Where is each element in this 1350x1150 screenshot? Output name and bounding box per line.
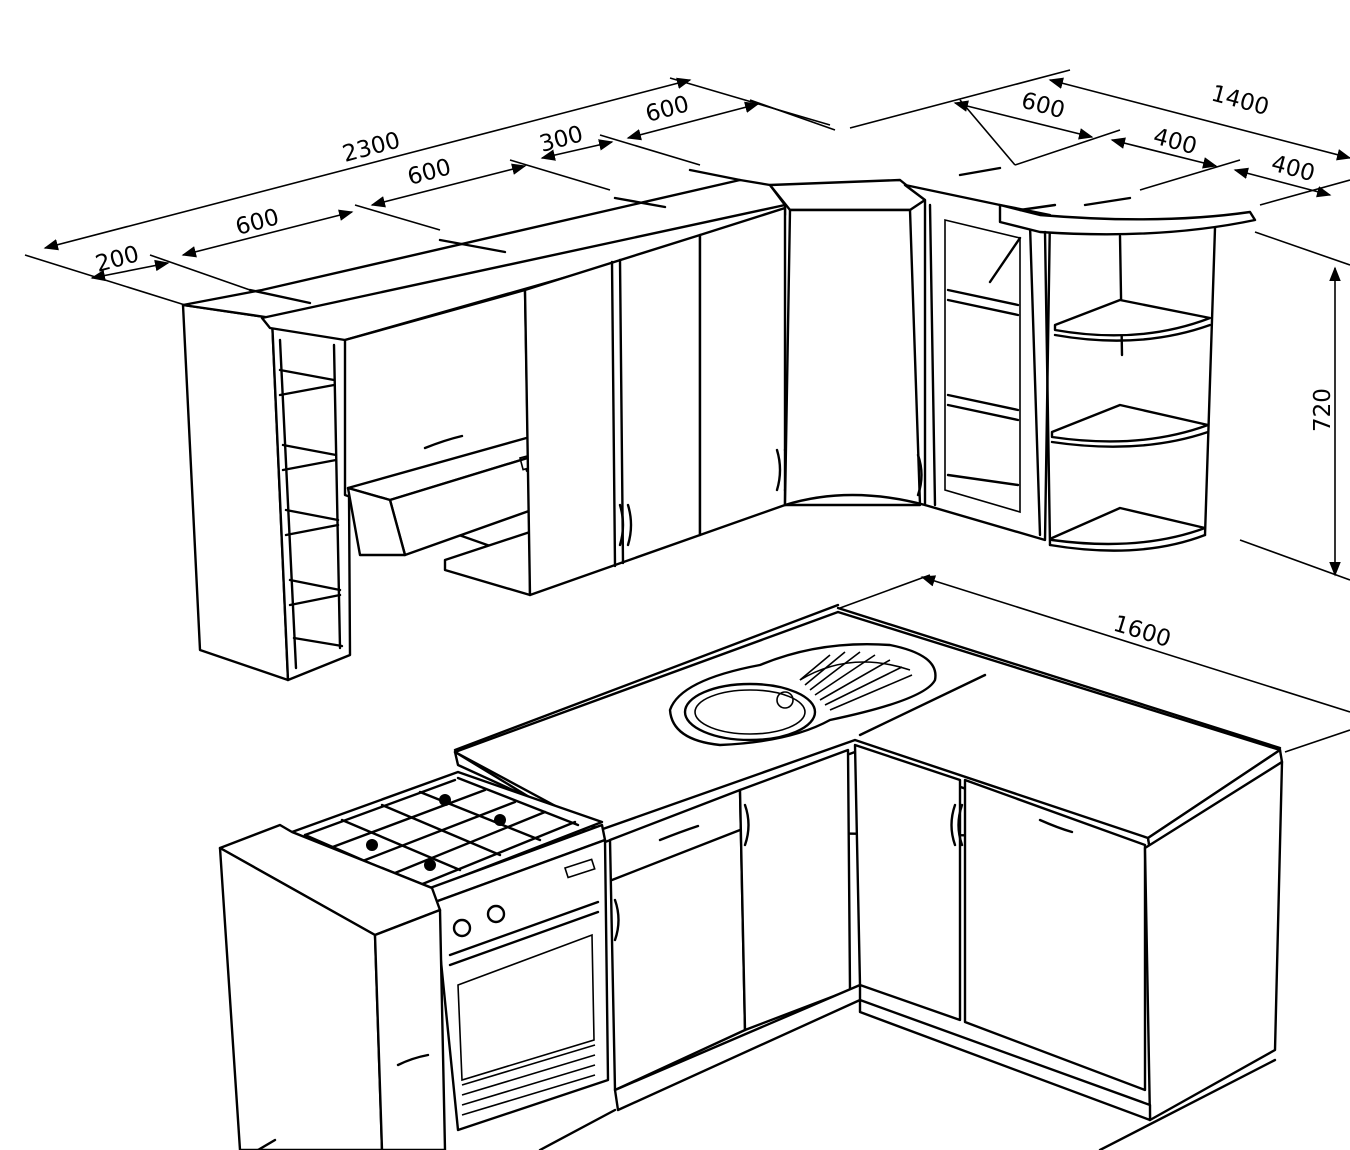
upper-left-shelf-unit [181,303,352,682]
lower-right-cabinet [963,760,1284,1122]
upper-double-door-cabinet [523,233,702,597]
dim-label-400-b: 400 [1268,151,1317,187]
dim-label-600-right: 600 [1018,88,1067,124]
dim-label-1400: 1400 [1208,81,1271,121]
dim-label-300: 300 [537,121,586,157]
lower-cabinets [218,603,1284,1150]
upper-glass-cabinet [903,183,1052,542]
dim-label-600-c: 600 [643,91,692,127]
dimension-lines [24,69,1350,753]
lower-left-cabinet [218,823,447,1150]
upper-curved-shelf-unit [958,166,1257,552]
lower-sink-cabinet [738,748,852,1032]
gas-stove [290,770,610,1132]
sink [668,642,937,747]
upper-corner-cabinet [768,178,927,507]
dim-label-720: 720 [1310,388,1336,432]
dim-label-2300: 2300 [340,128,403,168]
upper-cabinets [181,166,1257,682]
dim-label-200: 200 [93,241,142,277]
upper-narrow-cabinet [698,206,790,537]
lower-corner-cabinet [853,743,964,1022]
dim-label-400-a: 400 [1150,124,1199,160]
dim-label-600-a: 600 [233,204,282,240]
lower-plinth [256,983,1277,1150]
